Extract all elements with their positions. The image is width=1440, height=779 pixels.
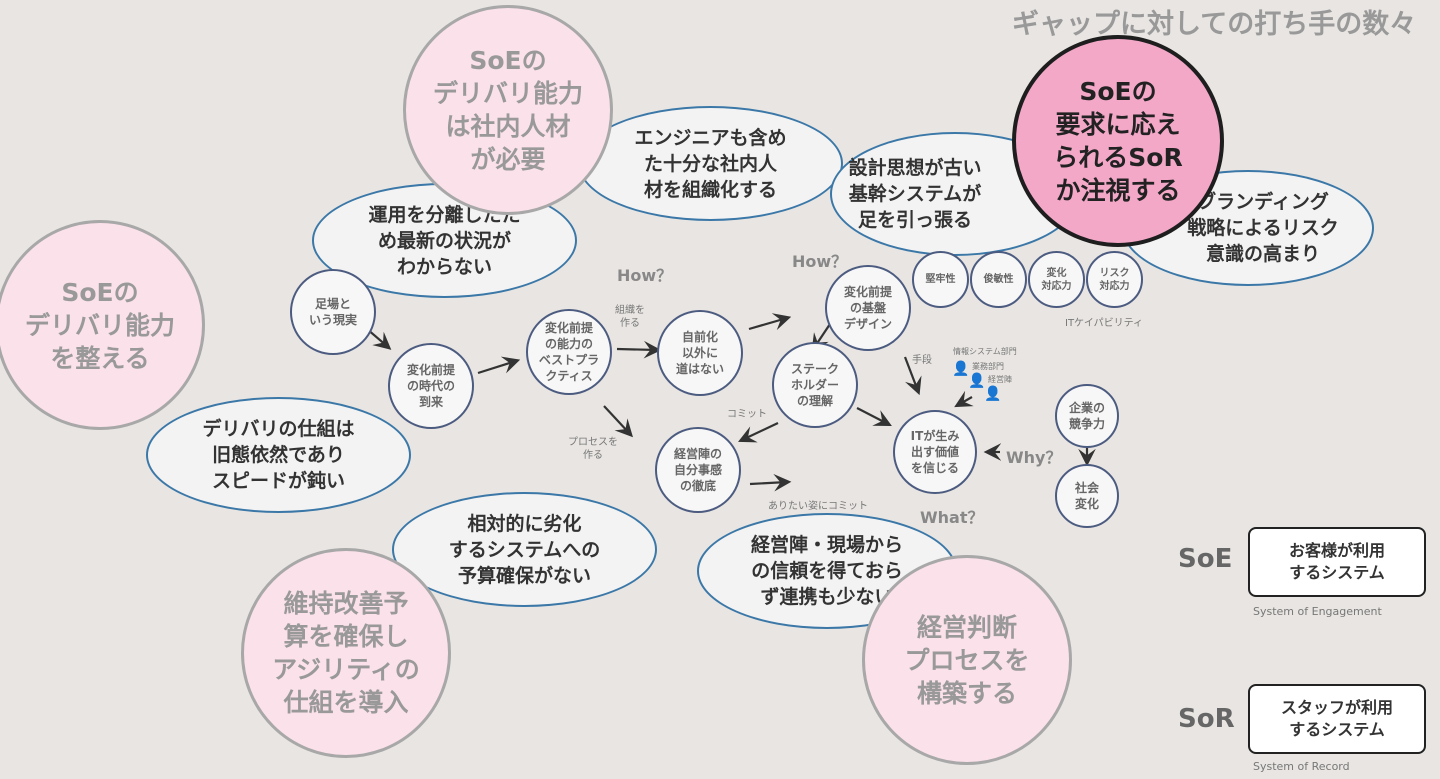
capability-change: 変化 対応力 [1028, 251, 1085, 308]
person-icon: 👤 [952, 361, 970, 377]
node-platform: 変化前提 の基盤 デザイン [825, 265, 911, 351]
arrow [856, 407, 892, 427]
legend-sor-full: System of Record [1253, 760, 1350, 773]
arrow [748, 313, 792, 331]
label-org: 組織を 作る [615, 305, 645, 329]
page-title: ギャップに対しての打ち手の数々 [1012, 9, 1417, 40]
measure-sor-watch: SoEの 要求に応え られるSoR か注視する [1012, 35, 1224, 247]
capability-robust: 堅牢性 [912, 251, 969, 308]
legend-soe: SoE [1178, 544, 1233, 574]
issue-budget: 相対的に劣化 するシステムへの 予算確保がない [392, 492, 657, 607]
label-process: プロセスを 作る [568, 437, 618, 461]
node-inhouse: 自前化 以外に 道はない [657, 310, 743, 396]
node-ownership: 経営陣の 自分事感 の徹底 [655, 427, 741, 513]
label-is-dept: 情報システム部門 [953, 347, 1017, 356]
label-exec: 経営陣 [988, 375, 1012, 384]
arrow [738, 422, 779, 443]
measure-maintenance: 維持改善予 算を確保し アジリティの 仕組を導入 [241, 548, 451, 758]
node-society: 社会 変化 [1055, 464, 1119, 528]
label-commit: コミット [727, 409, 767, 420]
legend-soe-full: System of Engagement [1253, 605, 1382, 618]
arrow [749, 473, 792, 492]
node-competitive: 企業の 競争力 [1055, 384, 1119, 448]
node-reality: 足場と いう現実 [290, 269, 376, 355]
measure-management: 経営判断 プロセスを 構築する [862, 555, 1072, 765]
arrow [616, 340, 662, 359]
label-why: Why？ [1006, 448, 1062, 467]
capability-risk: リスク 対応力 [1086, 251, 1143, 308]
arrow [903, 356, 922, 396]
node-practice: 変化前提 の能力の ベストプラ クティス [526, 309, 612, 395]
label-commit-vision: ありたい姿にコミット [768, 501, 868, 512]
person-icon: 👤 [984, 386, 1002, 402]
issue-engineers: エンジニアも含め た十分な社内人 材を組織化する [578, 106, 843, 221]
label-what: What？ [920, 508, 984, 527]
node-stakeholder: ステーク ホルダー の理解 [772, 342, 858, 428]
arrow [477, 356, 521, 375]
node-value: ITが生み 出す価値 を信じる [893, 410, 977, 494]
legend-sor: SoR [1178, 704, 1235, 734]
arrow [954, 390, 974, 408]
label-means: 手段 [912, 355, 932, 366]
legend-soe-box: お客様が利用 するシステム [1248, 527, 1426, 597]
legend-sor-box: スタッフが利用 するシステム [1248, 684, 1426, 754]
label-how-1: How？ [617, 266, 673, 285]
capability-agile: 俊敏性 [970, 251, 1027, 308]
measure-soe-delivery: SoEの デリバリ能力 を整える [0, 220, 205, 430]
person-icon: 👤 [968, 373, 986, 389]
label-it-capability: ITケイパビリティ [1065, 318, 1144, 329]
label-how-2: How？ [792, 252, 848, 271]
issue-delivery: デリバリの仕組は 旧態依然であり スピードが鈍い [146, 397, 411, 513]
node-era: 変化前提 の時代の 到来 [388, 343, 474, 429]
arrow [603, 405, 633, 438]
label-biz-dept: 業務部門 [972, 362, 1004, 371]
measure-soe-talent: SoEの デリバリ能力 は社内人材 が必要 [403, 5, 613, 215]
